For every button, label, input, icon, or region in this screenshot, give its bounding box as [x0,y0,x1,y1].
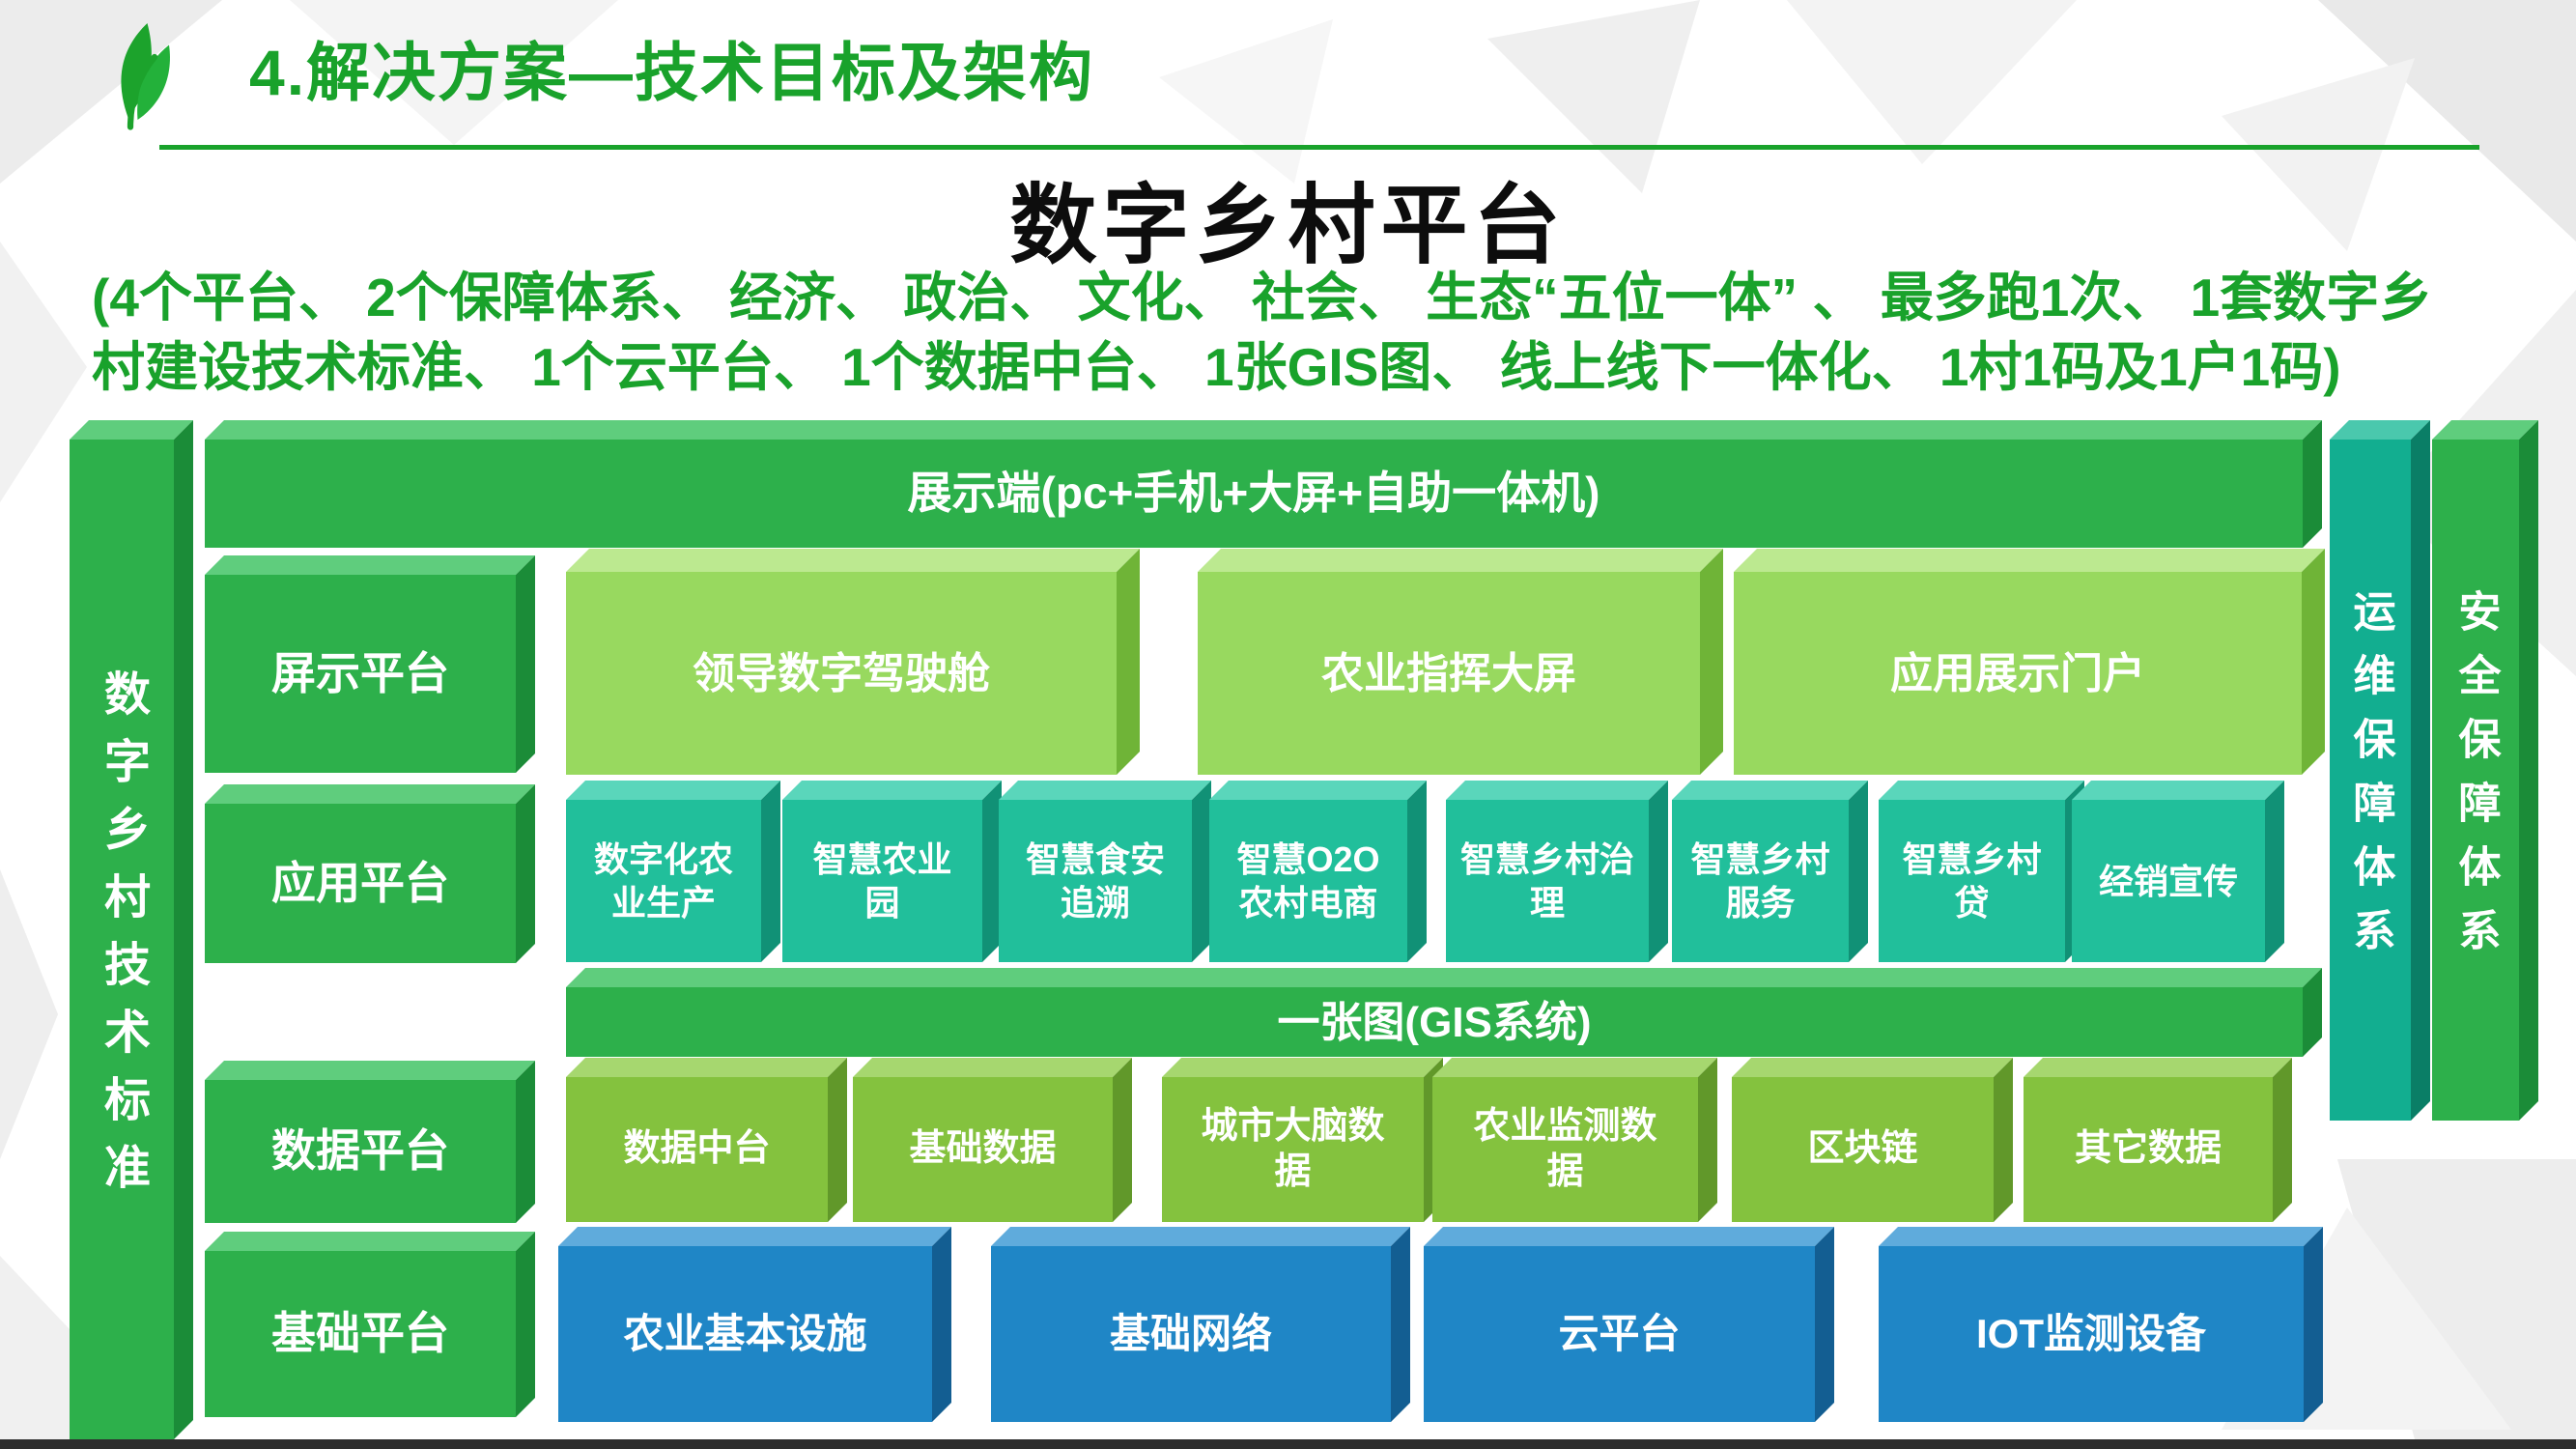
data-middle-platform-box: 数据中台 [566,1077,828,1222]
smart-village-loan-box: 智慧乡村贷 [1879,800,2065,962]
basic-network-box: 基础网络 [991,1246,1391,1422]
right-pillar-security: 安全保障体系 [2432,440,2519,1121]
layer-label-data: 数据平台 [205,1080,516,1223]
other-data-box: 其它数据 [2024,1077,2273,1222]
left-pillar-tech-standard: 数字乡村技术标准 [70,440,174,1439]
leader-digital-cockpit-box: 领导数字驾驶舱 [566,572,1117,775]
cloud-platform-box: 云平台 [1424,1246,1815,1422]
digital-agri-production-box: 数字化农业生产 [566,800,761,962]
display-terminal-bar: 展示端(pc+手机+大屏+自助一体机) [205,440,2303,548]
subtitle: (4个平台、 2个保障体系、 经济、 政治、 文化、 社会、 生态“五位一体” … [92,263,2432,402]
smart-village-service-box: 智慧乡村服务 [1672,800,1849,962]
city-brain-data-box: 城市大脑数据 [1162,1077,1424,1222]
right-pillar-ops: 运维保障体系 [2330,440,2411,1121]
agriculture-command-screen-box: 农业指挥大屏 [1198,572,1700,775]
page-title: 数字乡村平台 [1009,178,1567,274]
section-title: 4.解决方案—技术目标及架构 [249,37,1095,108]
marketing-promotion-box: 经销宣传 [2072,800,2265,962]
smart-food-safety-box: 智慧食安追溯 [999,800,1192,962]
agri-monitoring-data-box: 农业监测数据 [1432,1077,1698,1222]
smart-agri-park-box: 智慧农业园 [782,800,982,962]
bottom-edge-bar [0,1439,2576,1449]
layer-label-application: 应用平台 [205,804,516,963]
iot-monitoring-box: IOT监测设备 [1879,1246,2304,1422]
blockchain-box: 区块链 [1732,1077,1994,1222]
agri-infrastructure-box: 农业基本设施 [558,1246,932,1422]
subtitle-line-1: (4个平台、 2个保障体系、 经济、 政治、 文化、 社会、 生态“五位一体” … [92,268,2433,327]
application-portal-box: 应用展示门户 [1734,572,2302,775]
layer-label-display: 屏示平台 [205,575,516,773]
smart-village-governance-box: 智慧乡村治理 [1446,800,1649,962]
logo-leaf-icon [121,23,170,130]
layer-label-infrastructure: 基础平台 [205,1251,516,1417]
basic-data-box: 基础数据 [853,1077,1113,1222]
smart-o2o-ecommerce-box: 智慧O2O农村电商 [1209,800,1407,962]
subtitle-line-2: 村建设技术标准、 1个云平台、 1个数据中台、 1张GIS图、 线上线下一体化、… [92,337,2341,397]
title-underline [159,145,2479,150]
gis-map-bar: 一张图(GIS系统) [566,987,2303,1057]
